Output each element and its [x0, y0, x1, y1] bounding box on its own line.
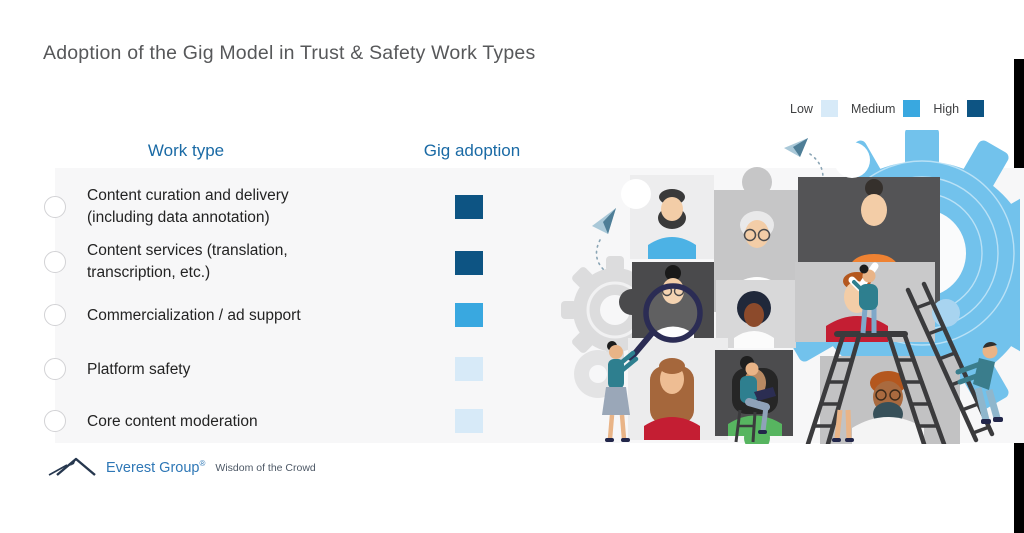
right-edge-bar-top [1014, 59, 1024, 168]
puzzle-piece [820, 356, 960, 444]
puzzle-piece [628, 338, 742, 440]
row-bullet-circle [44, 410, 66, 432]
row-label: Content services (translation, transcrip… [87, 242, 288, 281]
paper-plane-icon [592, 208, 616, 272]
adoption-level-swatch [455, 251, 483, 275]
legend-item-medium: Medium [850, 100, 921, 117]
row-label: Platform safety [87, 361, 191, 378]
footer-brand: Everest Group® Wisdom of the Crowd [47, 456, 316, 476]
legend-swatch-high [967, 100, 985, 117]
person-figure [832, 409, 854, 442]
legend-item-low: Low [790, 100, 838, 117]
legend-swatch-medium [903, 100, 921, 117]
legend-label-high: High [933, 101, 960, 116]
column-header-gig-adoption: Gig adoption [423, 141, 521, 160]
legend-swatch-low [820, 100, 838, 117]
row-bullet-circle [44, 358, 66, 380]
brand-name: Everest Group® [106, 458, 206, 476]
right-edge-bar-bottom [1014, 443, 1024, 533]
row-bullet-circle [44, 196, 66, 218]
magnifying-glass-icon [628, 283, 703, 361]
page-title: Adoption of the Gig Model in Trust & Saf… [43, 42, 536, 64]
adoption-level-swatch [455, 303, 483, 327]
laptop-icon [754, 387, 776, 401]
puzzle-piece [621, 175, 714, 259]
everest-mountain-icon [48, 457, 96, 476]
person-figure [734, 356, 776, 443]
adoption-level-swatch [455, 409, 483, 433]
ladder-icon [805, 331, 947, 444]
row-bullet-circle [44, 251, 66, 273]
adoption-level-swatch [455, 357, 483, 381]
row-bullet-circle [44, 304, 66, 326]
adoption-legend: Low Medium High [790, 100, 985, 117]
person-figure [602, 341, 639, 442]
row-label: Content curation and delivery (including… [87, 187, 289, 226]
row-label: Commercialization / ad support [87, 307, 301, 324]
row-label: Core content moderation [87, 413, 258, 430]
legend-label-low: Low [790, 101, 813, 116]
person-figure [955, 341, 1003, 424]
person-figure [852, 264, 878, 334]
gig-teamwork-illustration [561, 130, 1020, 444]
legend-label-medium: Medium [850, 101, 896, 116]
adoption-level-swatch [455, 195, 483, 219]
column-header-work-type: Work type [147, 141, 225, 160]
registered-mark: ® [199, 458, 206, 468]
brand-tagline: Wisdom of the Crowd [215, 462, 316, 474]
legend-item-high: High [933, 100, 985, 117]
